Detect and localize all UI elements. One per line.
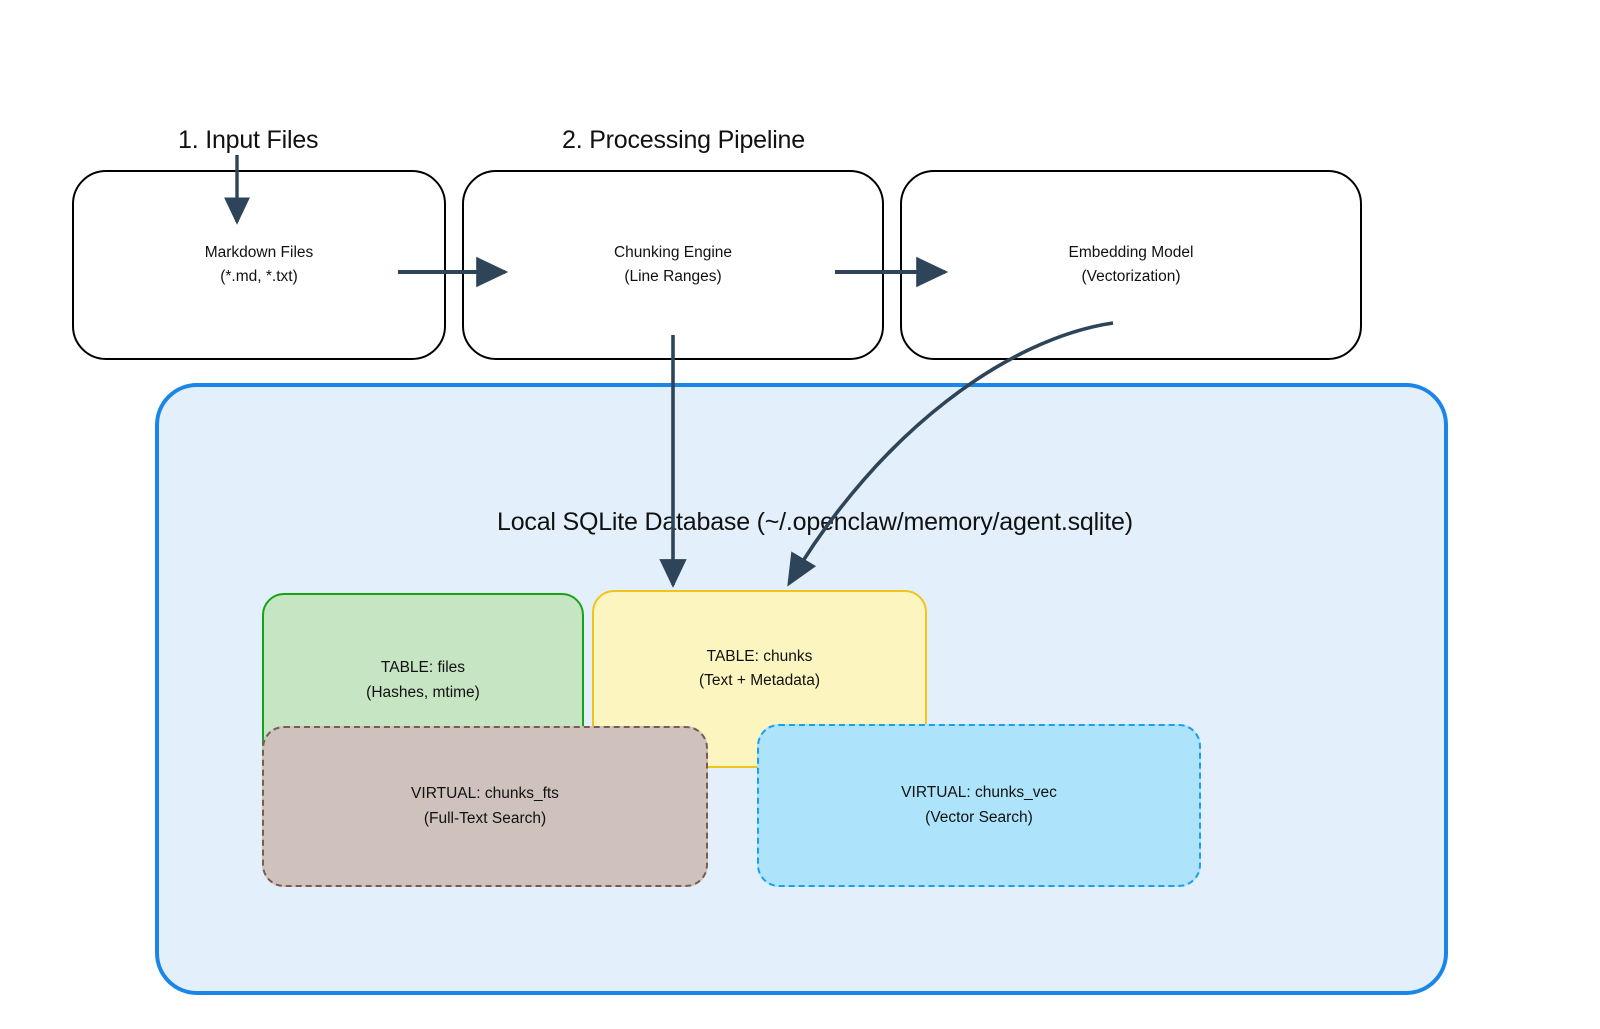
table-box-chunks-fts[interactable]: VIRTUAL: chunks_fts (Full-Text Search): [262, 726, 708, 887]
table-label-chunks: TABLE: chunks (Text + Metadata): [698, 647, 821, 689]
stage-label-markdown-files: Markdown Files (*.md, *.txt): [204, 243, 314, 285]
database-title: Local SQLite Database (~/.openclaw/memor…: [497, 508, 1133, 536]
table-label-chunks-fts: VIRTUAL: chunks_fts (Full-Text Search): [411, 785, 559, 827]
table-box-chunks-vec[interactable]: VIRTUAL: chunks_vec (Vector Search): [757, 724, 1201, 887]
stage-box-embedding-model[interactable]: Embedding Model (Vectorization): [900, 170, 1362, 360]
table-label-files: TABLE: files (Hashes, mtime): [366, 659, 480, 701]
section-title-processing-pipeline: 2. Processing Pipeline: [562, 126, 805, 154]
stage-box-markdown-files[interactable]: Markdown Files (*.md, *.txt): [72, 170, 446, 360]
table-label-chunks-vec: VIRTUAL: chunks_vec (Vector Search): [901, 784, 1057, 826]
stage-label-embedding-model: Embedding Model (Vectorization): [1068, 243, 1194, 285]
section-title-input-files: 1. Input Files: [178, 126, 319, 154]
stage-label-chunking-engine: Chunking Engine (Line Ranges): [613, 243, 733, 285]
stage-box-chunking-engine[interactable]: Chunking Engine (Line Ranges): [462, 170, 884, 360]
